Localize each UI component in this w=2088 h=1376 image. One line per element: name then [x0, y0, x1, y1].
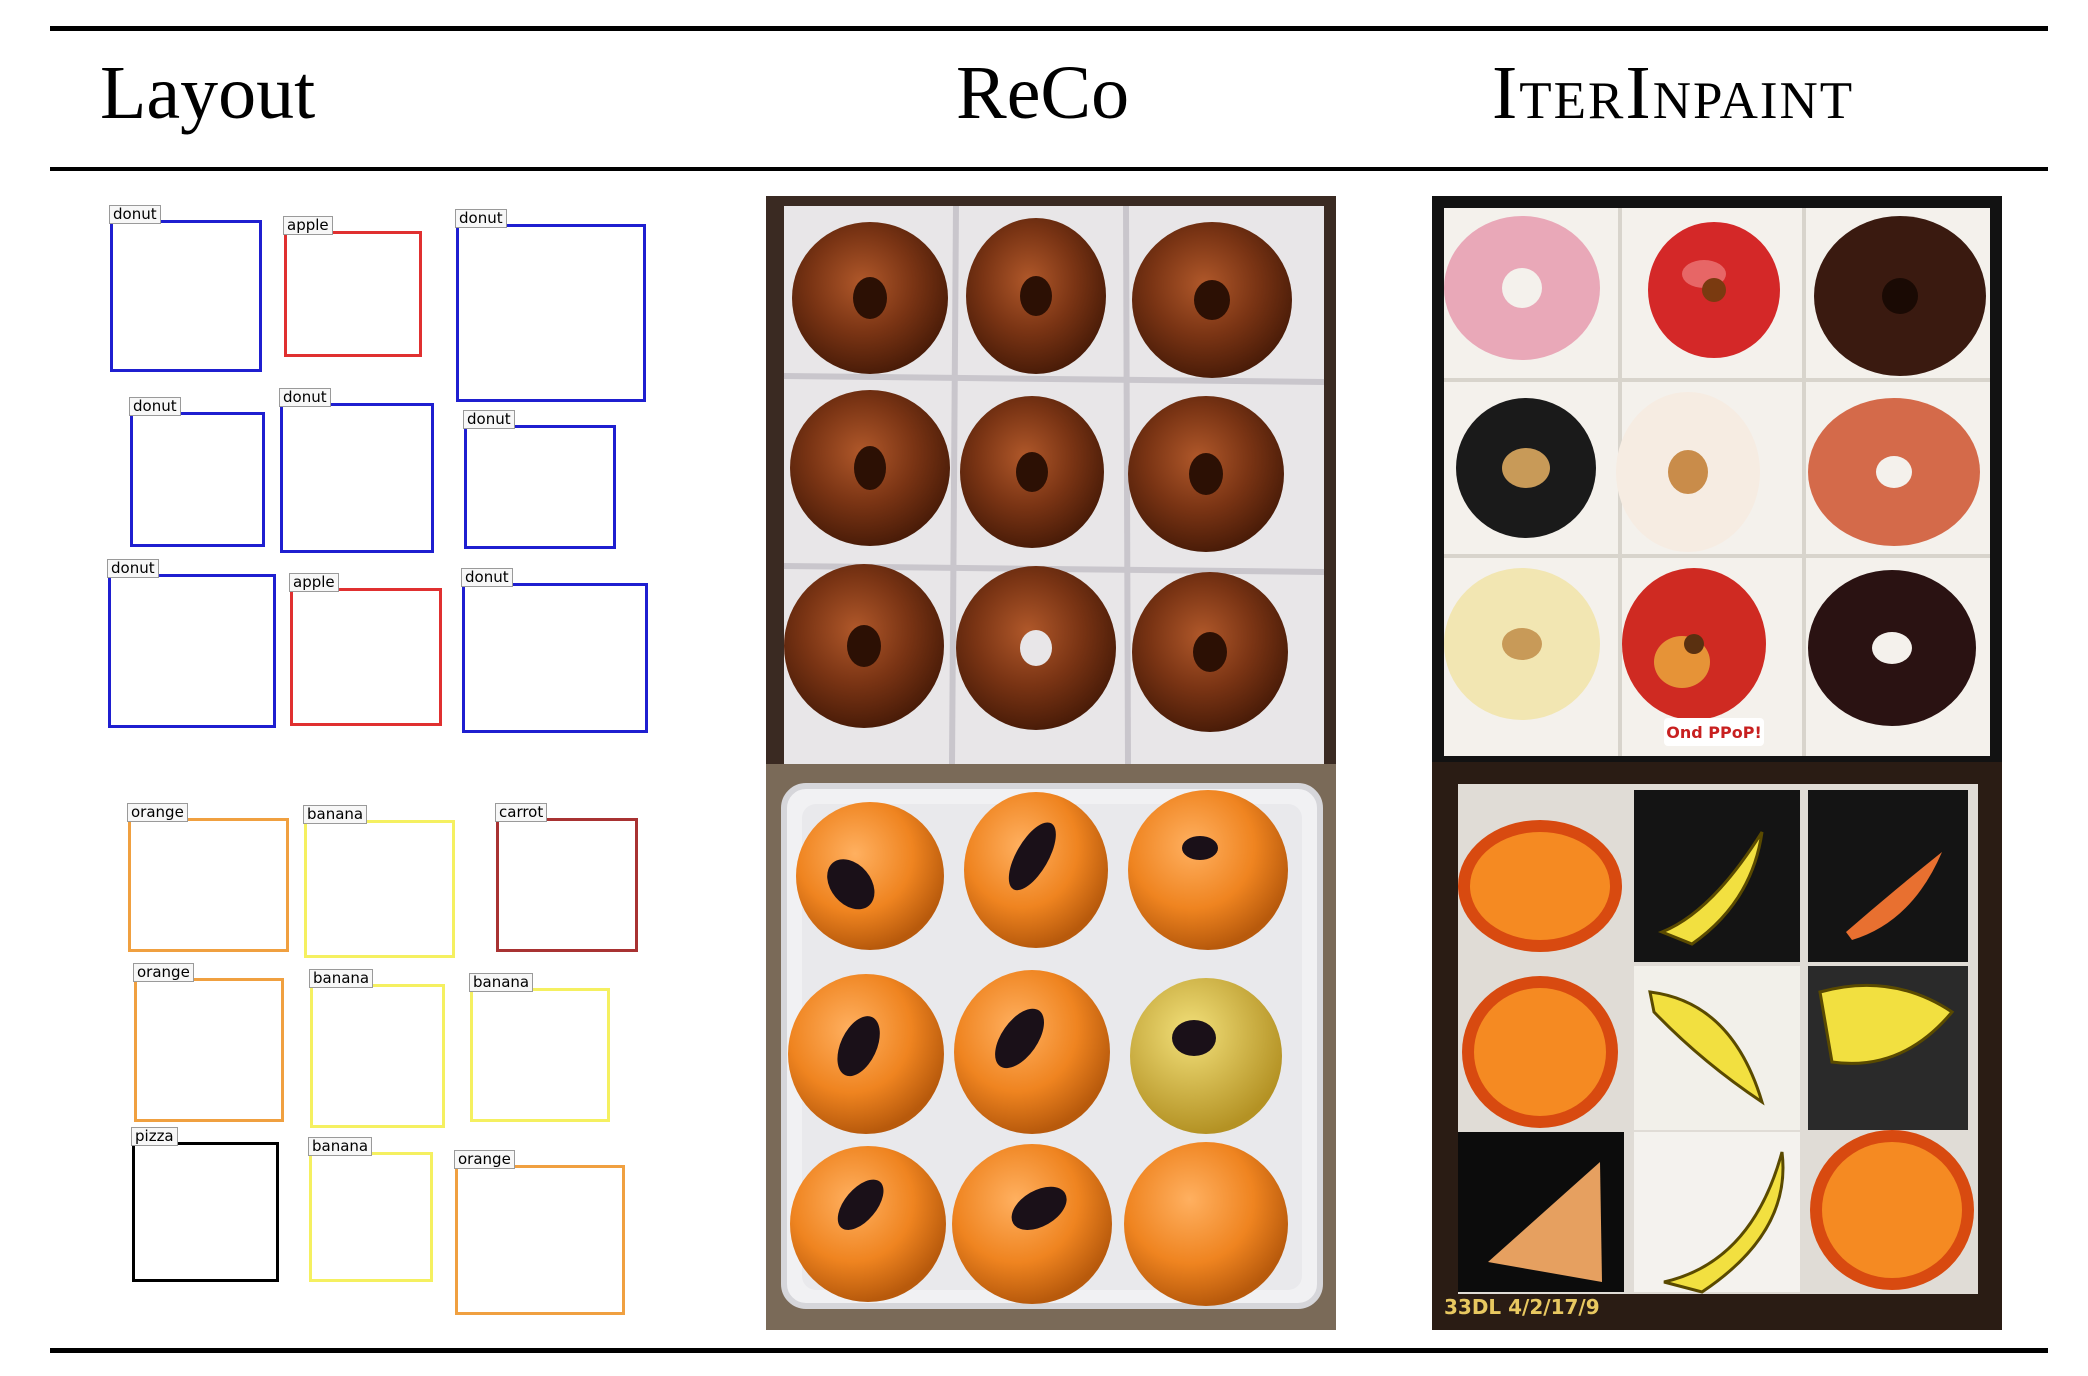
box-label: orange	[454, 1150, 515, 1169]
box-label: carrot	[495, 803, 548, 822]
layout-box: donut	[109, 205, 262, 372]
box-label: donut	[463, 410, 515, 429]
layout-box: donut	[463, 410, 616, 549]
layout-box: banana	[303, 805, 455, 958]
iterinpaint-fruits-svg: 33DL 4/2/17/9	[1432, 762, 2002, 1330]
box-label: pizza	[131, 1127, 178, 1146]
iterinpaint-image-fruits: 33DL 4/2/17/9	[1432, 762, 2002, 1330]
layout-box: donut	[461, 568, 648, 733]
iterinpaint-donuts-svg: Ond PPoP!	[1432, 196, 2002, 762]
reco-donuts-svg	[766, 196, 1336, 764]
layout-box: orange	[454, 1150, 625, 1315]
top-rule	[50, 26, 2048, 31]
box-label: orange	[127, 803, 188, 822]
box-label: donut	[107, 559, 159, 578]
layout-panel-1: donut apple donut donut donut donut donu…	[100, 190, 660, 750]
layout-box: orange	[127, 803, 289, 952]
layout-panel-2: orange banana carrot orange banana banan…	[100, 790, 660, 1330]
layout-box: apple	[283, 216, 422, 357]
box-label: banana	[469, 973, 534, 992]
header-iterinpaint: IterInpaint	[1492, 51, 1855, 135]
box-label: orange	[133, 963, 194, 982]
iter-bottom-label: 33DL 4/2/17/9	[1444, 1295, 1600, 1319]
box-label: donut	[461, 568, 513, 587]
box-label: donut	[279, 388, 331, 407]
iter-top-label: Ond PPoP!	[1666, 723, 1761, 742]
iter-donut-grid	[1444, 216, 1986, 726]
reco-image-oranges	[766, 764, 1336, 1330]
box-label: banana	[303, 805, 368, 824]
box-label: banana	[309, 969, 374, 988]
header-reco: ReCo	[956, 51, 1130, 135]
layout-box: carrot	[495, 803, 638, 952]
reco-image-donuts	[766, 196, 1336, 764]
donut-grid	[784, 218, 1292, 732]
header-rule	[50, 167, 2048, 171]
box-label: donut	[129, 397, 181, 416]
box-label: donut	[109, 205, 161, 224]
box-label: donut	[455, 209, 507, 228]
layout-box: apple	[289, 573, 442, 726]
layout-box: donut	[279, 388, 434, 553]
bottom-rule	[50, 1348, 2048, 1353]
orange-grid	[788, 790, 1288, 1306]
header-layout: Layout	[100, 51, 316, 135]
layout-box: donut	[455, 209, 646, 402]
iterinpaint-image-donuts: Ond PPoP!	[1432, 196, 2002, 762]
box-label: apple	[283, 216, 333, 235]
layout-box: orange	[133, 963, 284, 1122]
box-label: banana	[308, 1137, 373, 1156]
reco-oranges-svg	[766, 764, 1336, 1330]
layout-box: donut	[107, 559, 276, 728]
box-label: apple	[289, 573, 339, 592]
layout-box: banana	[308, 1137, 433, 1282]
layout-box: banana	[309, 969, 445, 1128]
iter-fruit-grid	[1458, 820, 1974, 1294]
layout-box: donut	[129, 397, 265, 547]
layout-box: pizza	[131, 1127, 279, 1282]
layout-box: banana	[469, 973, 610, 1122]
